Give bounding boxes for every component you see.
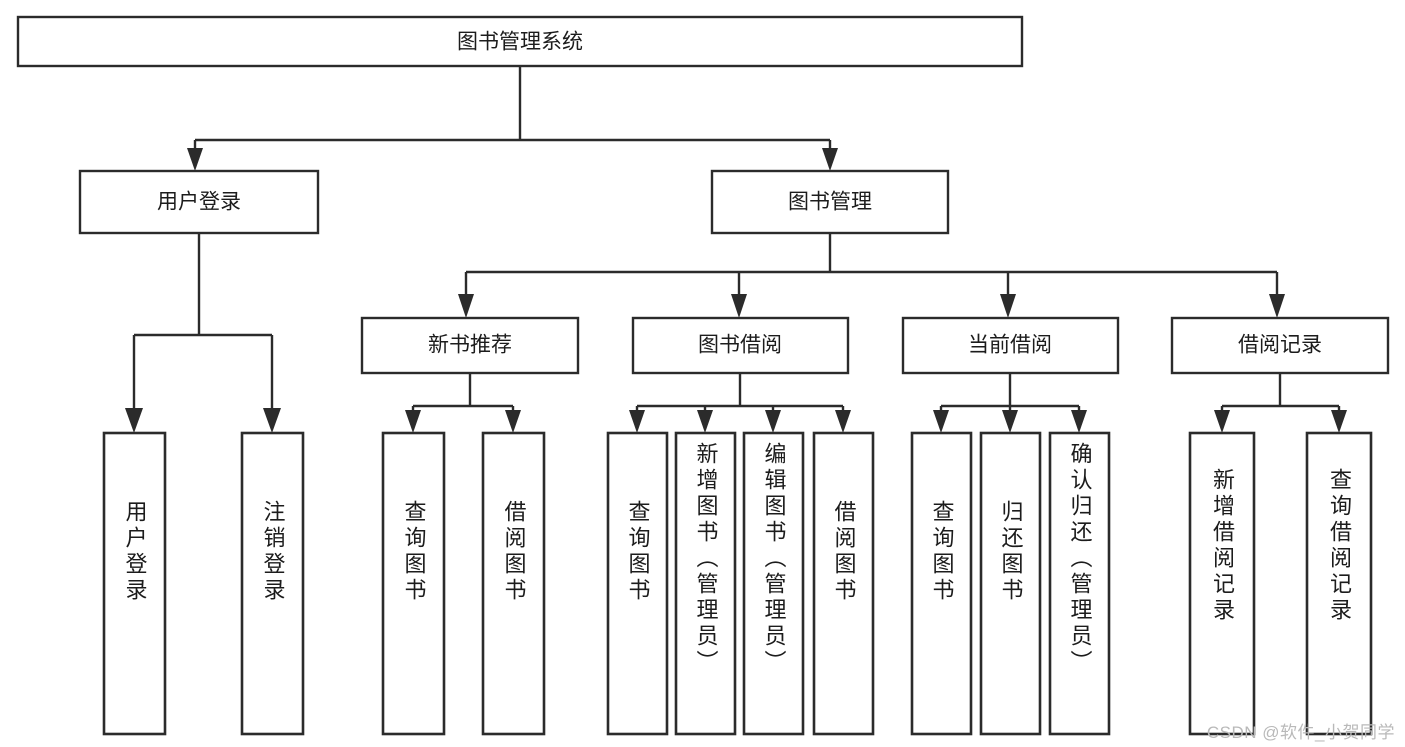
leaf-box-current-borrow-1[interactable] [910, 431, 973, 736]
arrow-current-borrow [1000, 294, 1016, 318]
leaf-box-user-login-1[interactable] [102, 431, 167, 736]
csdn-watermark: CSDN @软件_小贺同学 [1206, 723, 1395, 742]
node-new-book-recommend[interactable]: 新书推荐 [360, 316, 580, 375]
root-label: 图书管理系统 [457, 31, 583, 54]
new-book-recommend-label: 新书推荐 [428, 334, 512, 357]
arrow-leaf-book-borrow-3 [765, 410, 781, 433]
arrow-leaf-borrow-record-2 [1331, 410, 1347, 433]
arrow-book-borrow [731, 294, 747, 318]
node-root[interactable]: 图书管理系统 [16, 15, 1024, 68]
arrow-borrow-record [1269, 294, 1285, 318]
borrow-record-box[interactable] [1170, 316, 1390, 375]
arrow-new-book [458, 294, 474, 318]
arrow-leaf-current-borrow-3 [1071, 410, 1087, 433]
node-borrow-record[interactable]: 借阅记录 [1170, 316, 1390, 375]
leaf-box-current-borrow-3[interactable] [1048, 431, 1111, 736]
root-box[interactable] [16, 15, 1024, 68]
leaf-box-book-borrow-2[interactable] [674, 431, 737, 736]
leaf-box-user-login-2[interactable] [240, 431, 305, 736]
arrow-leaf-user-login-2 [263, 408, 281, 433]
leaf-box-borrow-record-1[interactable] [1188, 431, 1256, 736]
arrow-leaf-current-borrow-1 [933, 410, 949, 433]
new-book-recommend-box[interactable] [360, 316, 580, 375]
user-login-label: 用户登录 [157, 191, 241, 214]
node-current-borrow[interactable]: 当前借阅 [901, 316, 1120, 375]
arrow-leaf-user-login-1 [125, 408, 143, 433]
book-manage-box[interactable] [710, 169, 950, 235]
current-borrow-box[interactable] [901, 316, 1120, 375]
node-user-login[interactable]: 用户登录 [78, 169, 320, 235]
node-book-manage[interactable]: 图书管理 [710, 169, 950, 235]
leaf-box-book-borrow-3[interactable] [742, 431, 805, 736]
borrow-record-label: 借阅记录 [1238, 334, 1322, 357]
leaf-box-new-book-1[interactable] [381, 431, 446, 736]
arrow-leaf-new-book-1 [405, 410, 421, 433]
node-book-borrow[interactable]: 图书借阅 [631, 316, 850, 375]
arrow-leaf-book-borrow-2 [697, 410, 713, 433]
arrow-leaf-book-borrow-1 [629, 410, 645, 433]
arrow-leaf-borrow-record-1 [1214, 410, 1230, 433]
leaf-box-book-borrow-1[interactable] [606, 431, 669, 736]
arrow-leaf-book-borrow-4 [835, 410, 851, 433]
leaf-box-current-borrow-2[interactable] [979, 431, 1042, 736]
book-borrow-box[interactable] [631, 316, 850, 375]
leaf-box-book-borrow-4[interactable] [812, 431, 875, 736]
book-borrow-label: 图书借阅 [698, 334, 782, 357]
leaf-box-new-book-2[interactable] [481, 431, 546, 736]
arrow-book-manage [822, 148, 838, 171]
arrow-leaf-new-book-2 [505, 410, 521, 433]
arrow-leaf-current-borrow-2 [1002, 410, 1018, 433]
leaf-box-borrow-record-2[interactable] [1305, 431, 1373, 736]
arrow-user-login [187, 148, 203, 171]
current-borrow-label: 当前借阅 [968, 334, 1052, 357]
book-manage-label: 图书管理 [788, 191, 872, 214]
